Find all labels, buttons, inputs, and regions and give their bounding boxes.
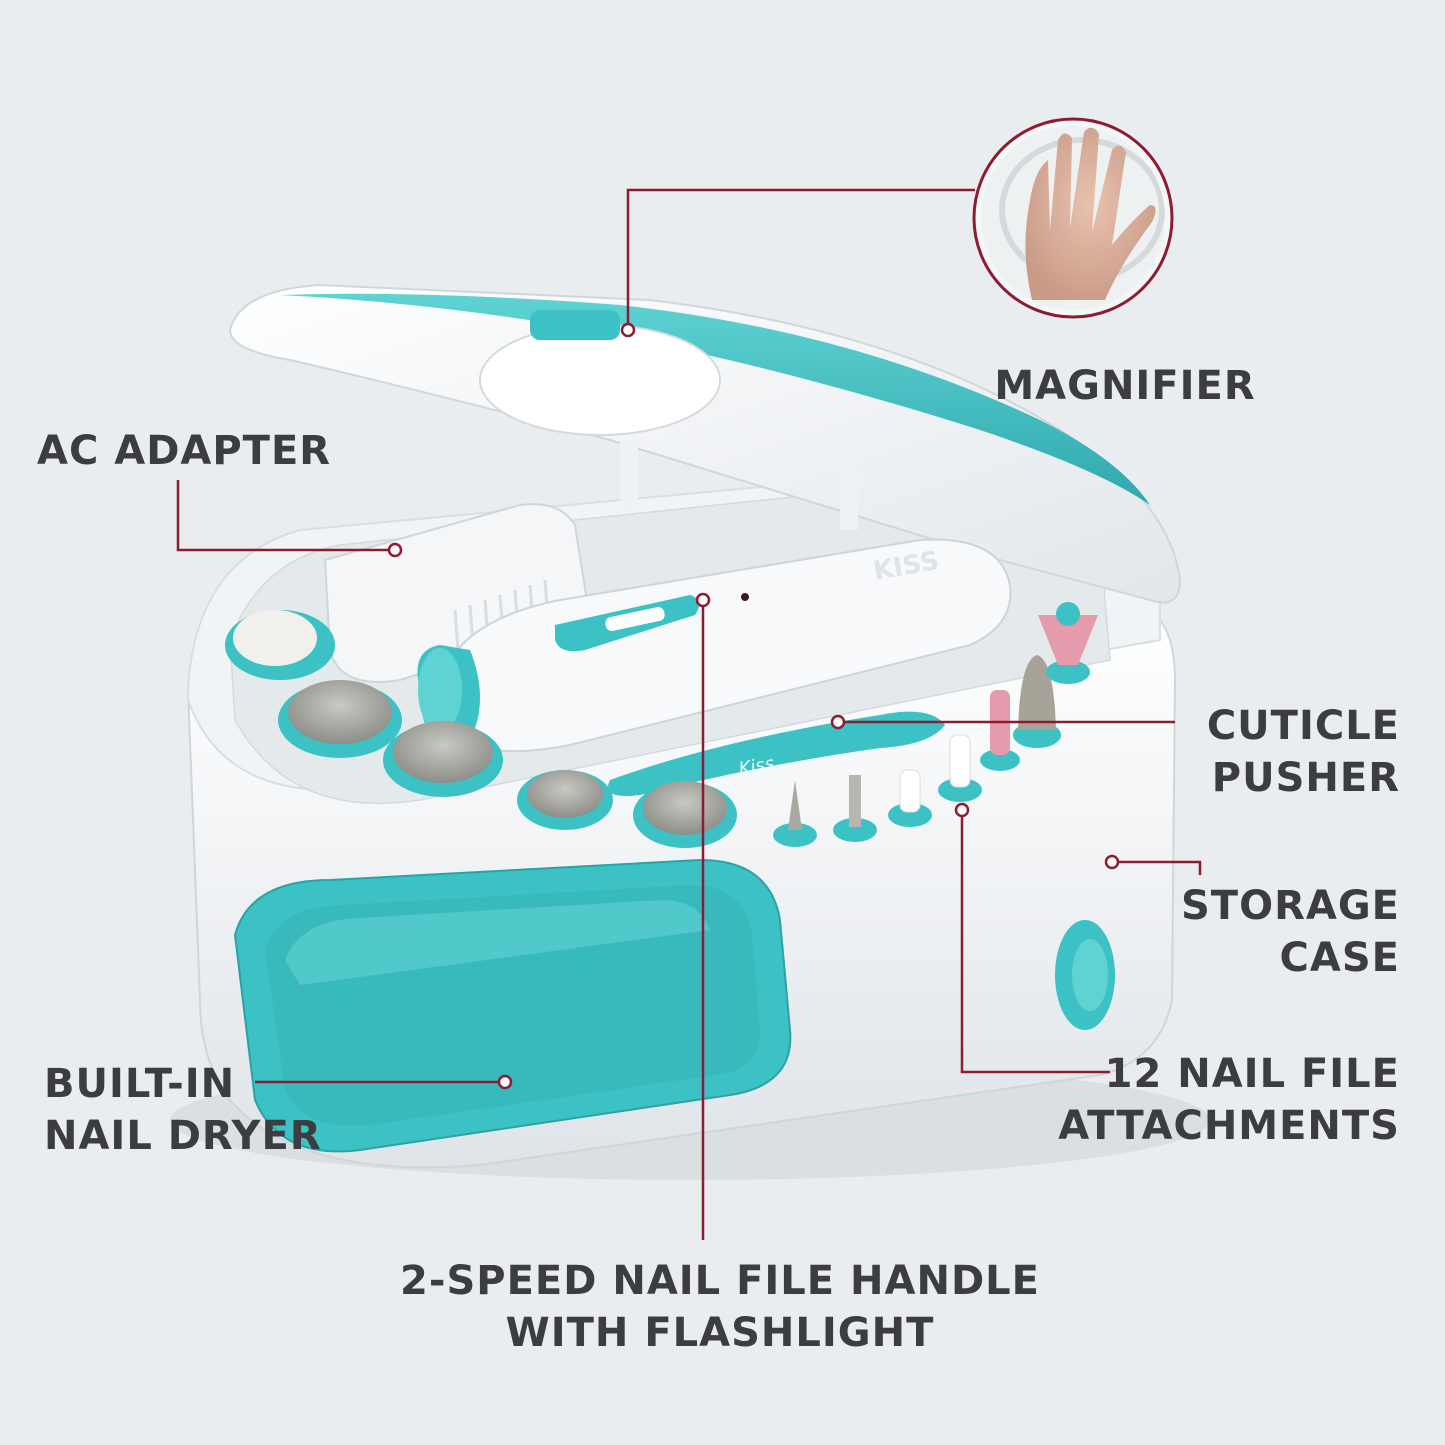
- nail-dryer-label: BUILT-IN NAIL DRYER: [44, 1061, 322, 1159]
- ac-adapter-label: AC ADAPTER: [37, 428, 332, 474]
- bit-attachments: [773, 602, 1098, 847]
- file-handle-label: 2-SPEED NAIL FILE HANDLE WITH FLASHLIGHT: [400, 1258, 1040, 1356]
- nail-dryer: [233, 858, 792, 1153]
- power-button-icon: [1055, 920, 1115, 1030]
- callout-dots: [387, 322, 1120, 1090]
- storage-case-label: STORAGE CASE: [1180, 883, 1400, 981]
- cuticle-pusher-label: CUTICLE PUSHER: [1206, 703, 1400, 801]
- hand-in-magnifier-icon: [972, 117, 1174, 319]
- magnifier-label: MAGNIFIER: [994, 363, 1256, 409]
- lid: [228, 283, 1182, 604]
- nail-file-handle: KISS: [417, 538, 1012, 753]
- nail-file-attachments-label: 12 NAIL FILE ATTACHMENTS: [1058, 1051, 1400, 1149]
- callout-lines: [176, 188, 1202, 1240]
- sanding-disc-attachments: [225, 610, 737, 848]
